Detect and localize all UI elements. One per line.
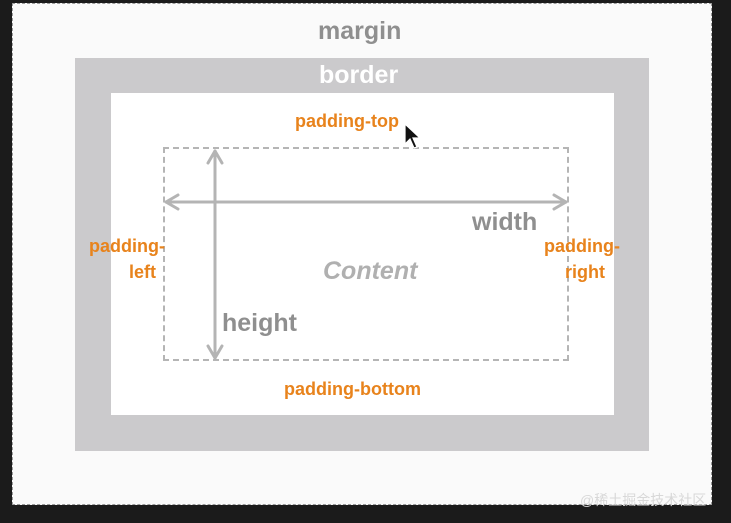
padding-left-line-1: padding- xyxy=(89,236,165,256)
padding-right-line-1: padding- xyxy=(544,236,620,256)
watermark: @稀土掘金技术社区 xyxy=(580,492,707,508)
content-area xyxy=(163,147,569,361)
padding-bottom-label: padding-bottom xyxy=(284,379,421,399)
padding-right-label: padding- right xyxy=(544,233,620,285)
width-label: width xyxy=(472,208,538,236)
height-label: height xyxy=(222,309,297,337)
margin-label: margin xyxy=(318,17,402,45)
mouse-pointer-icon xyxy=(404,123,422,149)
padding-left-line-2: left xyxy=(128,262,156,282)
border-label: border xyxy=(319,61,399,89)
height-arrow xyxy=(206,149,224,360)
content-label: Content xyxy=(323,257,418,285)
padding-area xyxy=(111,93,614,415)
padding-left-label: padding- left xyxy=(89,233,165,285)
width-arrow xyxy=(164,193,568,211)
padding-top-label: padding-top xyxy=(295,111,399,131)
padding-right-line-2: right xyxy=(565,262,605,282)
